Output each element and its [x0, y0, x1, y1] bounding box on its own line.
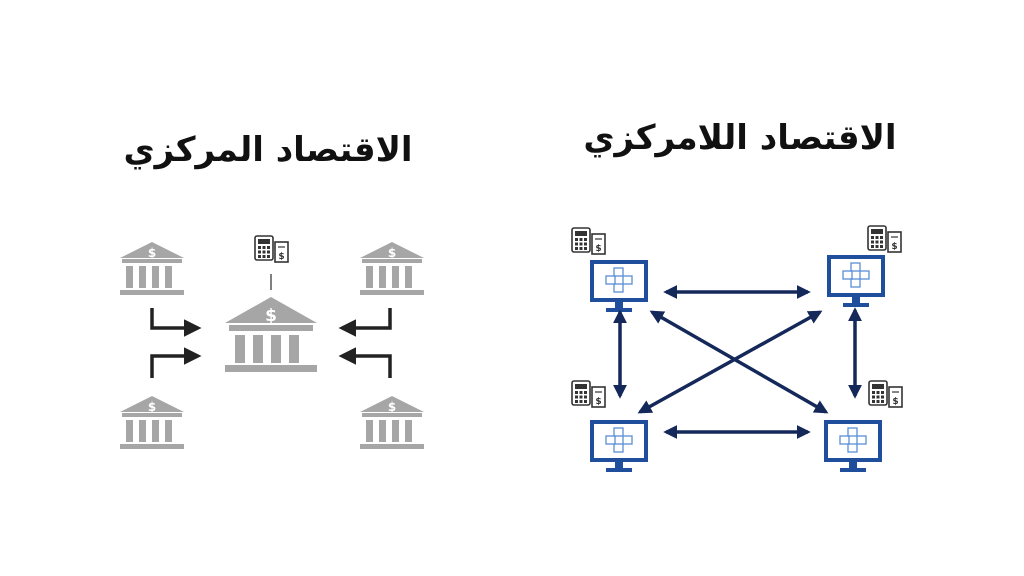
central-network: [120, 235, 424, 449]
arrow-diagonal-up: [637, 310, 823, 414]
arrow-bottom-left-to-center: [150, 347, 202, 378]
bank-icon-top-right: [360, 242, 424, 295]
central-economy-title: الاقتصاد المركزي: [123, 130, 413, 170]
arrow-bottom-right-to-center: [338, 347, 392, 378]
monitor-icon-top-right: [827, 255, 885, 309]
decentralized-economy-title: الاقتصاد اللامركزي: [583, 118, 897, 158]
calculator-icon-central: [254, 235, 289, 263]
monitor-icon-bottom-left: [590, 420, 648, 474]
monitor-icon-top-left: [590, 260, 648, 314]
calculator-icon-top-right: [867, 225, 902, 253]
monitor-icon-bottom-right: [824, 420, 882, 474]
bank-icon-bottom-left: [120, 396, 184, 449]
decentralized-network: [571, 225, 903, 474]
arrow-top-right-to-center: [338, 308, 392, 337]
calculator-icon-top-left: [571, 227, 606, 255]
arrow-diagonal-down: [649, 310, 829, 414]
bank-icon-bottom-right: [360, 396, 424, 449]
calculator-icon-bottom-right: [868, 380, 903, 408]
arrow-top-left-to-center: [150, 308, 202, 337]
calculator-icon-bottom-left: [571, 380, 606, 408]
central-bank-icon: [225, 297, 317, 372]
bank-icon-top-left: [120, 242, 184, 295]
